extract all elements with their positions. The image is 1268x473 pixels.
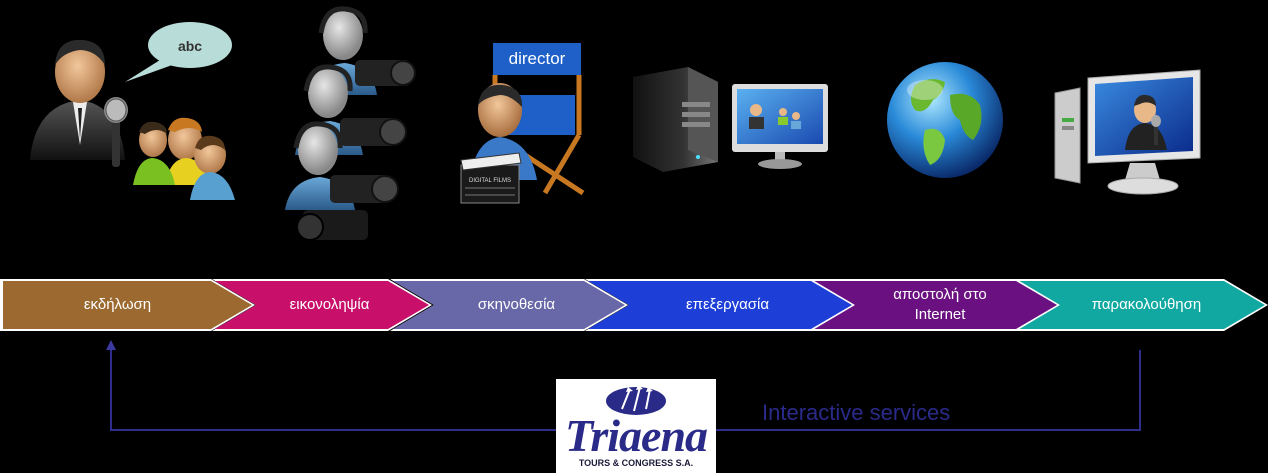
clapperboard-text: DIGITAL FILMS <box>469 178 511 184</box>
stage-label: επεξεργασία <box>685 296 770 313</box>
speech-bubble-text: abc <box>178 38 202 54</box>
stage-4: επεξεργασία <box>585 279 855 331</box>
interactive-services-label: Interactive services <box>762 400 951 425</box>
stage-6: παρακολούθηση <box>1010 279 1268 331</box>
trident-logo-icon <box>606 385 666 415</box>
feedback-line-right <box>1139 350 1141 431</box>
stage-label: εικονοληψία <box>289 296 370 313</box>
cameramen-icon <box>255 5 425 250</box>
feedback-arrow-up-icon <box>106 340 116 350</box>
director-label: director <box>509 49 566 68</box>
speech-bubble-icon: abc <box>125 22 232 82</box>
globe-icon <box>885 60 1005 180</box>
logo-subtitle: TOURS & CONGRESS S.A. <box>578 458 694 468</box>
stage-label: αποστολή στο Internet <box>893 286 987 323</box>
feedback-line-left <box>110 348 112 431</box>
clapperboard-icon: DIGITAL FILMS <box>460 152 522 204</box>
workflow-pipeline: εκδήλωση εικονοληψία σκηνοθεσία επεξεργασία… <box>0 279 1268 331</box>
stage-label: παρακολούθηση <box>1091 296 1202 313</box>
server-monitor-icon <box>628 62 838 172</box>
logo-brand-text: Triaena <box>564 410 708 461</box>
stage-label: σκηνοθεσία <box>477 296 556 313</box>
triaena-logo: Triaena TOURS & CONGRESS S.A. <box>556 379 716 473</box>
viewer-computer-icon <box>1050 68 1205 198</box>
director-chair-icon: director DIGITAL FILMS <box>455 35 595 215</box>
stage-1: εκδήλωση <box>0 279 255 331</box>
event-speaker-icon: abc <box>25 20 240 205</box>
stage-label: εκδήλωση <box>83 296 152 313</box>
